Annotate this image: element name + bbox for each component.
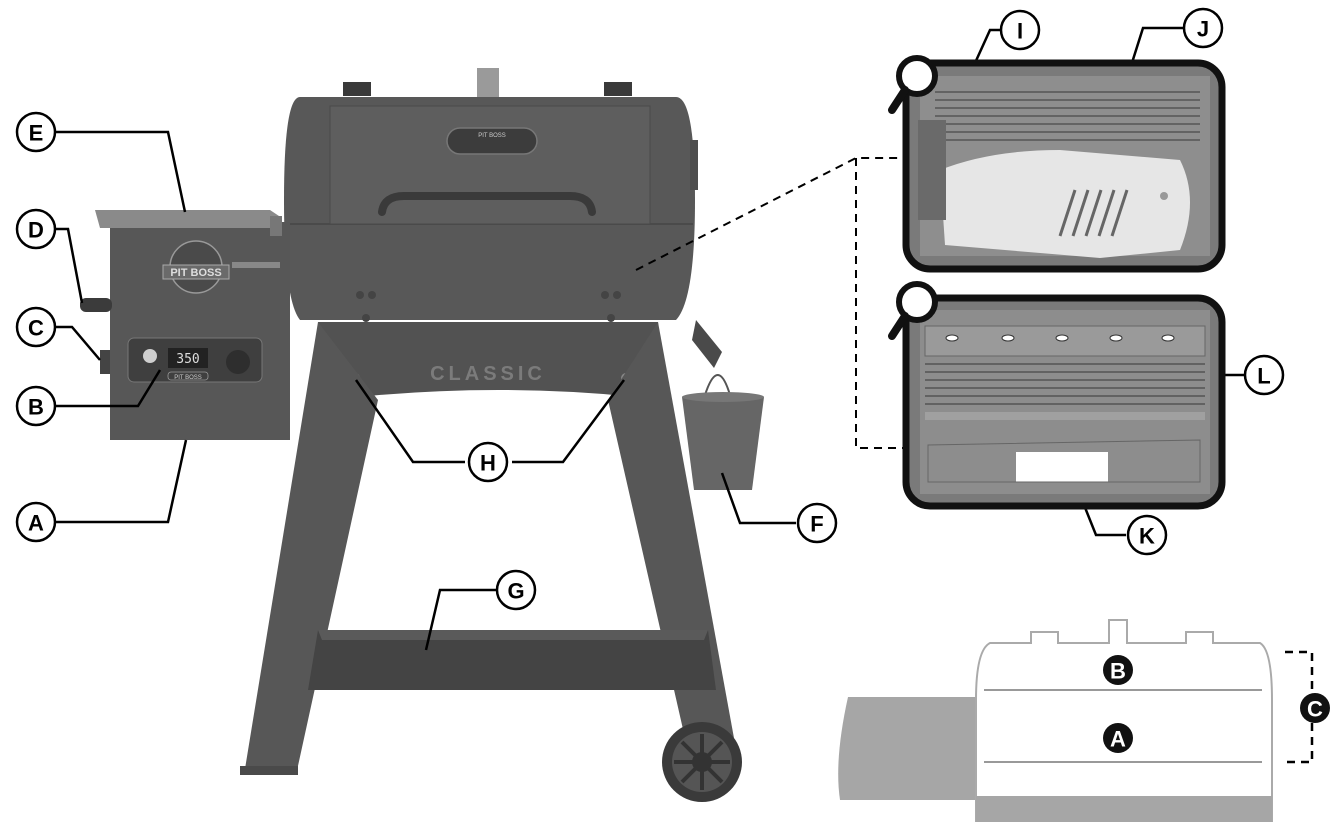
callout-I: I: [1017, 19, 1023, 44]
pit-boss-logo: PIT BOSS: [162, 240, 230, 294]
bottom-shelf: [308, 630, 716, 690]
magnifier-icon: [888, 281, 938, 340]
lid-badge: [446, 127, 538, 155]
grease-bucket: [682, 320, 764, 490]
lid-badge-text: PIT BOSS: [478, 133, 506, 139]
callout-E: E: [29, 121, 44, 146]
magnifier-icon: [888, 55, 938, 114]
left-leg: [244, 322, 378, 775]
inset-connector: [635, 157, 906, 449]
panel-brand: PIT BOSS: [174, 375, 202, 381]
callout-C: C: [28, 316, 44, 341]
control-panel: 350 PIT BOSS: [127, 337, 263, 383]
callout-J: J: [1197, 17, 1209, 42]
grill-illustration: PIT BOSS CLASSIC: [80, 68, 764, 802]
front-crossbar: [318, 322, 663, 400]
cooking-area-diagram: B A C: [838, 619, 1330, 822]
right-leg: [608, 322, 738, 760]
lcd-reading: 350: [176, 352, 199, 367]
callout-K: K: [1139, 524, 1155, 549]
callout-L: L: [1257, 364, 1270, 389]
inset-grate-view: [902, 59, 1226, 273]
callout-H: H: [480, 451, 496, 476]
lid-handle: [378, 192, 596, 216]
main-rack-label: A: [1110, 727, 1126, 752]
callout-bubbles: [15, 7, 1285, 611]
wheel: [662, 722, 742, 802]
callout-A: A: [28, 511, 44, 536]
logo-text: PIT BOSS: [170, 267, 221, 279]
callout-letters: E D C B A F G H I J L K: [28, 17, 1271, 604]
callout-B: B: [28, 395, 44, 420]
chimney: [477, 68, 499, 98]
model-name: CLASSIC: [430, 363, 546, 385]
callout-G: G: [507, 579, 524, 604]
inset-interior-view: [902, 294, 1226, 510]
upper-rack-label: B: [1110, 659, 1126, 684]
total-area-label: C: [1307, 697, 1323, 722]
callout-F: F: [810, 512, 823, 537]
callout-D: D: [28, 218, 44, 243]
